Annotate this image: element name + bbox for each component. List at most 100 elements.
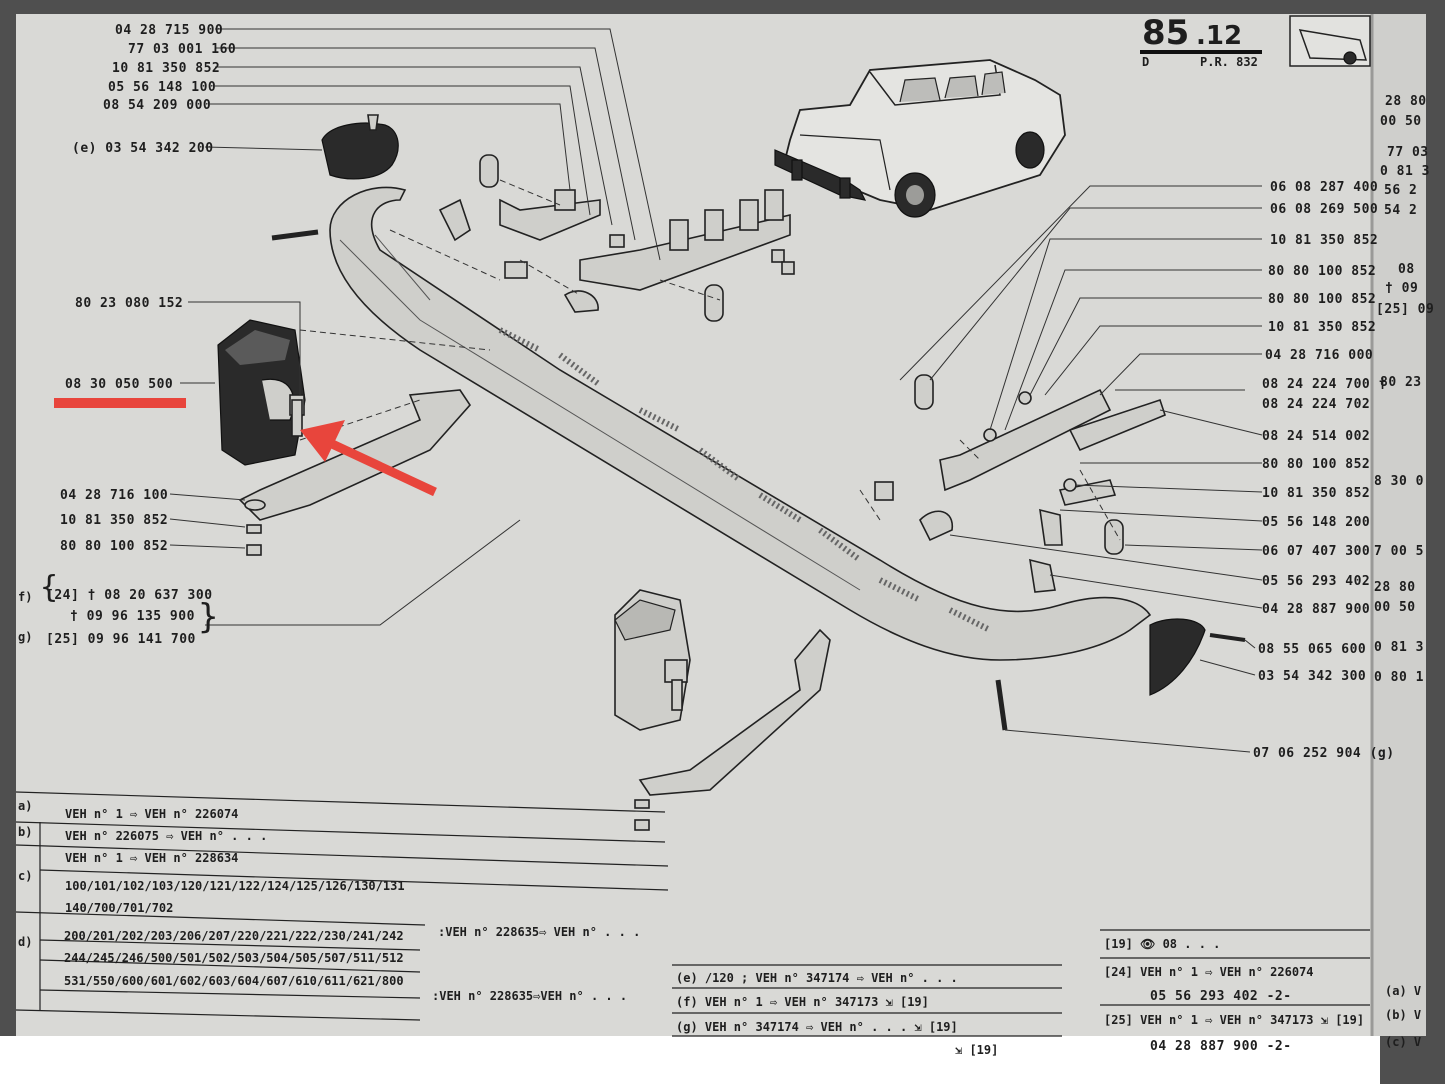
facing-fragment: 0 81 3 bbox=[1374, 640, 1424, 655]
note-line: [24] VEH n° 1 ⇨ VEH n° 226074 bbox=[1104, 965, 1314, 979]
facing-fragment: 28 80 bbox=[1385, 94, 1427, 109]
note-line: 04 28 887 900 -2- bbox=[1150, 1039, 1292, 1054]
highlight-arrow bbox=[300, 420, 437, 497]
thumbnail-car-corner bbox=[1289, 15, 1371, 67]
car-illustration bbox=[774, 59, 1066, 218]
part-label: 04 28 716 100 bbox=[60, 488, 168, 503]
part-label: 06 08 287 400 bbox=[1270, 180, 1378, 195]
group-label: [25] 09 96 141 700 bbox=[46, 632, 196, 647]
part-label: 10 81 350 852 bbox=[60, 513, 168, 528]
part-label: 80 80 100 852 bbox=[1268, 264, 1376, 279]
part-label: 08 55 065 600 bbox=[1258, 642, 1366, 657]
part-label: 05 56 148 200 bbox=[1262, 515, 1370, 530]
table-cell: 531/550/600/601/602/603/604/607/610/611/… bbox=[64, 974, 404, 988]
note-line: [19] 👁 08 . . . bbox=[1104, 937, 1220, 951]
table-key: c) bbox=[18, 869, 32, 883]
part-label: 06 07 407 300 bbox=[1262, 544, 1370, 559]
part-label: 80 80 100 852 bbox=[1268, 292, 1376, 307]
part-label: 10 81 350 852 bbox=[1262, 486, 1370, 501]
facing-fragment: 54 2 bbox=[1384, 203, 1417, 218]
facing-fragment: [25] 09 bbox=[1376, 302, 1434, 317]
part-label: 04 28 716 000 bbox=[1265, 348, 1373, 363]
page-suffix: .12 bbox=[1196, 21, 1242, 51]
facing-fragment: 8 30 0 bbox=[1374, 474, 1424, 489]
facing-fragment: 0 80 1 bbox=[1374, 670, 1424, 685]
table-cell: VEH n° 226075 ⇨ VEH n° . . . bbox=[65, 829, 267, 843]
bottom-margin bbox=[0, 1036, 1380, 1084]
facing-fragment: (c) V bbox=[1385, 1035, 1421, 1049]
facing-fragment: 00 50 bbox=[1380, 114, 1422, 129]
table-cell: :VEH n° 228635⇨VEH n° . . . bbox=[432, 989, 627, 1003]
part-label-highlighted: 08 30 050 500 bbox=[65, 377, 173, 392]
notes-mid-rules bbox=[672, 964, 1062, 1037]
part-label: 08 24 514 002 bbox=[1262, 429, 1370, 444]
part-label: 08 54 209 000 bbox=[103, 98, 211, 113]
vehicle-range-table bbox=[15, 791, 669, 1021]
part-label: 77 03 001 160 bbox=[128, 42, 236, 57]
table-cell: VEH n° 1 ⇨ VEH n° 226074 bbox=[65, 807, 238, 821]
left-overrider bbox=[217, 319, 306, 466]
leader-lines bbox=[169, 28, 1263, 753]
part-label: 80 80 100 852 bbox=[1262, 457, 1370, 472]
group-brace: } bbox=[198, 597, 219, 637]
table-key: a) bbox=[18, 799, 32, 813]
assembly-lines bbox=[299, 179, 1121, 541]
note-line: 05 56 293 402 -2- bbox=[1150, 989, 1292, 1004]
table-cell: 140/700/701/702 bbox=[65, 901, 173, 915]
section-letter: D bbox=[1142, 55, 1149, 69]
group-prefix: f) bbox=[18, 590, 32, 604]
part-label: 08 24 224 702 bbox=[1262, 397, 1370, 412]
part-label: 10 81 350 852 bbox=[1268, 320, 1376, 335]
facing-fragment: 00 50 bbox=[1374, 600, 1416, 615]
group-label: [24] † 08 20 637 300 bbox=[46, 588, 213, 603]
page-number: 85 bbox=[1142, 13, 1189, 53]
note-line: ⇲ [19] bbox=[955, 1043, 998, 1057]
facing-fragment: 56 2 bbox=[1384, 183, 1417, 198]
right-overrider bbox=[614, 589, 691, 731]
bumper-bar bbox=[329, 186, 1152, 661]
top-brackets bbox=[271, 114, 795, 322]
facing-fragment: 80 23 bbox=[1380, 375, 1422, 390]
right-bracket bbox=[634, 628, 831, 831]
part-label: 08 24 224 700 † bbox=[1262, 377, 1387, 392]
facing-fragment: (b) V bbox=[1385, 1008, 1421, 1022]
facing-fragment: 0 81 3 bbox=[1380, 164, 1430, 179]
part-label: 10 81 350 852 bbox=[112, 61, 220, 76]
facing-fragment: 08 bbox=[1398, 262, 1415, 277]
part-label: 80 23 080 152 bbox=[75, 296, 183, 311]
note-line: [25] VEH n° 1 ⇨ VEH n° 347173 ⇲ [19] bbox=[1104, 1013, 1364, 1027]
part-label: 80 80 100 852 bbox=[60, 539, 168, 554]
page-ref: P.R. 832 bbox=[1200, 55, 1258, 69]
facing-fragment: † 09 bbox=[1385, 281, 1418, 296]
part-label: 03 54 342 300 bbox=[1258, 669, 1366, 684]
table-cell: 244/245/246/500/501/502/503/504/505/507/… bbox=[64, 951, 404, 965]
group-prefix: g) bbox=[18, 630, 32, 644]
group-label: † 09 96 135 900 bbox=[70, 609, 195, 624]
facing-fragment: 77 03 bbox=[1387, 145, 1429, 160]
right-brackets bbox=[874, 374, 1246, 731]
part-label: 07 06 252 904 (g) bbox=[1253, 746, 1395, 761]
table-key: d) bbox=[18, 935, 32, 949]
note-line: (f) VEH n° 1 ⇨ VEH n° 347173 ⇲ [19] bbox=[676, 995, 929, 1009]
table-cell: :VEH n° 228635⇨ VEH n° . . . bbox=[438, 925, 640, 939]
part-label: 04 28 887 900 bbox=[1262, 602, 1370, 617]
part-label: (e) 03 54 342 200 bbox=[72, 141, 214, 156]
table-cell: VEH n° 1 ⇨ VEH n° 228634 bbox=[65, 851, 238, 865]
facing-fragment: (a) V bbox=[1385, 984, 1421, 998]
table-key: b) bbox=[18, 825, 32, 839]
note-line: (e) /120 ; VEH n° 347174 ⇨ VEH n° . . . bbox=[676, 971, 958, 985]
part-label: 05 56 293 402 bbox=[1262, 574, 1370, 589]
facing-fragment: 7 00 5 bbox=[1374, 544, 1424, 559]
note-line: (g) VEH n° 347174 ⇨ VEH n° . . . ⇲ [19] bbox=[676, 1020, 958, 1034]
notes-right-rules bbox=[1100, 929, 1370, 1006]
part-label: 04 28 715 900 bbox=[115, 23, 223, 38]
group-brace: { bbox=[40, 570, 59, 605]
part-label: 10 81 350 852 bbox=[1270, 233, 1378, 248]
page-number-box bbox=[1140, 14, 1260, 54]
part-label: 06 08 269 500 bbox=[1270, 202, 1378, 217]
facing-page bbox=[1372, 14, 1426, 1036]
table-cell: 100/101/102/103/120/121/122/124/125/126/… bbox=[65, 879, 405, 893]
highlight-underline bbox=[54, 398, 186, 408]
table-cell: 200/201/202/203/206/207/220/221/222/230/… bbox=[64, 929, 404, 943]
